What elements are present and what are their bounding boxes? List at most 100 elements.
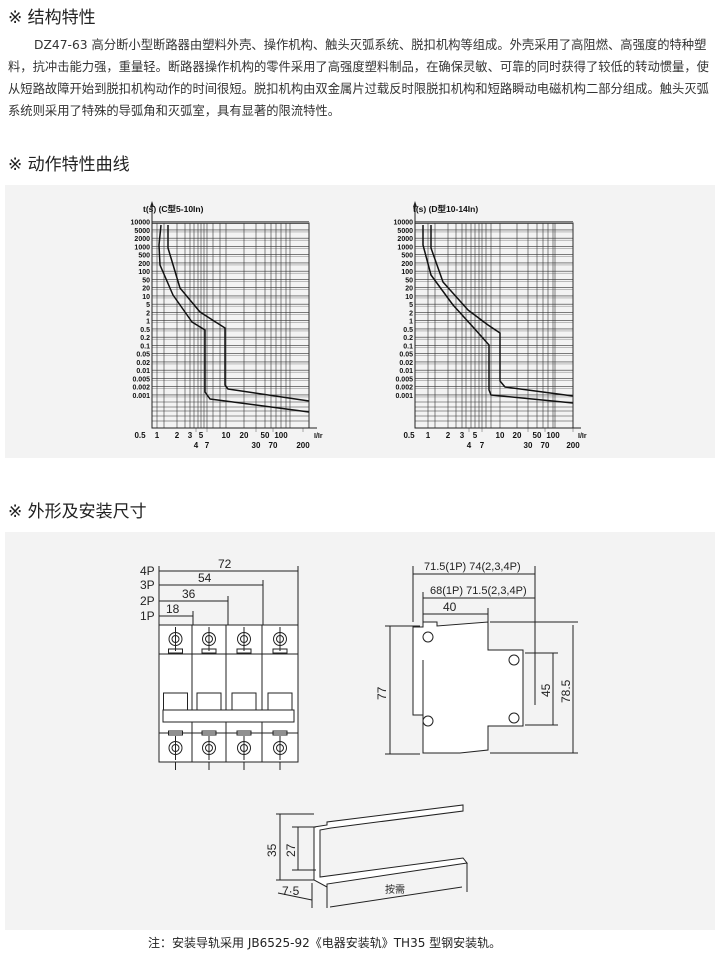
x-tick-label: 70 [269,441,278,450]
dim-2p-value: 36 [182,587,196,601]
x-tick-label: 4 [194,441,199,450]
structure-paragraph: DZ47-63 高分断小型断路器由塑料外壳、操作机构、触头灭弧系统、脱扣机构等组… [8,38,709,118]
terminal-clamp [201,648,217,654]
x-tick-label: 0.5 [403,431,415,440]
y-tick-label: 200 [401,261,413,268]
x-tick-label: 4 [467,441,472,450]
rail-length-label: 按需 [385,883,405,896]
terminal-pitch-label: 45 [539,683,553,697]
y-tick-label: 10 [142,294,150,301]
y-tick-label: 2 [409,310,413,317]
total-height-label: 78.5 [559,679,573,703]
x-tick-label: 1 [426,431,431,440]
chart-d-type: 100005000200010005002001005020105210.50.… [394,201,587,450]
pole-3p-label: 3P [140,578,155,592]
depth-total-label: 71.5(1P) 74(2,3,4P) [424,561,521,573]
y-tick-label: 1000 [397,244,413,251]
curve-lower-bound [158,224,310,413]
curve-upper-bound [167,225,310,402]
y-tick-label: 20 [405,286,413,293]
y-tick-label: 500 [138,253,150,260]
x-tick-label: 20 [513,431,522,440]
rail-flange-label: 7·5 [282,884,300,898]
x-tick-label: 5 [473,431,478,440]
rail-profile [313,804,468,888]
y-tick-label: 1 [409,319,413,326]
curve-upper-bound [430,225,574,397]
y-tick-label: 2000 [134,236,150,243]
y-tick-label: 5 [146,302,150,309]
x-tick-label: 100 [546,431,560,440]
x-tick-label: 70 [541,441,550,450]
y-tick-label: 0.005 [132,376,150,383]
plot-area [414,222,574,429]
handle [196,692,222,711]
y-tick-label: 0.1 [403,343,413,350]
y-axis-arrow [413,201,417,207]
y-tick-label: 0.02 [399,360,413,367]
y-tick-label: 200 [138,261,150,268]
y-tick-label: 10000 [131,220,151,227]
x-tick-label: 5 [199,431,204,440]
x-tick-label: 2 [175,431,180,440]
rail-height-label: 35 [265,843,279,857]
dim-4p-value: 72 [218,557,232,571]
x-tick-label: 50 [533,431,542,440]
y-tick-label: 0.2 [403,335,413,342]
y-tick-label: 10000 [394,220,414,227]
y-tick-label: 0.002 [132,385,150,392]
y-tick-label: 0.001 [395,393,413,400]
y-tick-label: 2 [146,310,150,317]
handle [267,692,293,711]
terminal-clamp [236,648,252,654]
x-tick-label: 0.5 [134,431,146,440]
y-tick-label: 0.1 [140,343,150,350]
terminals [163,627,293,770]
x-axis-label: I/Ir [314,433,323,440]
x-tick-label: 10 [496,431,505,440]
chart-title: t(s) (C型5-10In) [143,204,204,214]
plot-area [151,222,310,429]
y-tick-label: 5 [409,302,413,309]
x-tick-label: 200 [566,441,580,450]
y-tick-label: 0.002 [395,385,413,392]
y-tick-label: 100 [138,269,150,276]
installation-note: 注：安装导轨采用 JB6525-92《电器安装轨》TH35 型钢安装轨。 [148,936,502,950]
x-tick-label: 50 [261,431,270,440]
handle-bar [162,709,295,723]
y-tick-label: 50 [142,277,150,284]
pole-2p-label: 2P [140,594,155,608]
x-tick-label: 3 [460,431,465,440]
y-tick-label: 0.02 [136,360,150,367]
rail-inner-height-label: 27 [284,843,298,857]
front-depth-label: 40 [443,600,457,614]
depth-body-label: 68(1P) 71.5(2,3,4P) [430,585,527,597]
terminal-clamp [272,730,288,736]
y-tick-label: 10 [405,294,413,301]
side-body [412,621,524,754]
y-tick-label: 20 [142,286,150,293]
dim-3p-value: 54 [198,571,212,585]
section-title-dimensions: ※ 外形及安装尺寸 [8,502,147,522]
terminal-clamp [168,648,183,654]
y-tick-label: 0.05 [399,352,413,359]
y-tick-label: 5000 [397,228,413,235]
y-tick-label: 0.5 [403,327,413,334]
y-tick-label: 5000 [134,228,150,235]
y-tick-label: 0.005 [395,376,413,383]
dimensions-panel [5,532,715,930]
section-title-structure: ※ 结构特性 [8,8,96,28]
chart-title: t(s) (D型10-14In) [413,204,478,214]
side-view: 71.5(1P) 74(2,3,4P) 68(1P) 71.5(2,3,4P) … [375,561,578,755]
y-tick-label: 0.001 [132,393,150,400]
terminal-clamp [201,730,217,736]
x-tick-label: 3 [188,431,193,440]
y-tick-label: 0.05 [136,352,150,359]
y-tick-label: 100 [401,269,413,276]
curves-panel [5,185,715,458]
y-tick-label: 1000 [134,244,150,251]
dim-1p-value: 18 [166,602,180,616]
y-tick-label: 500 [401,253,413,260]
section-title-curves: ※ 动作特性曲线 [8,155,130,175]
